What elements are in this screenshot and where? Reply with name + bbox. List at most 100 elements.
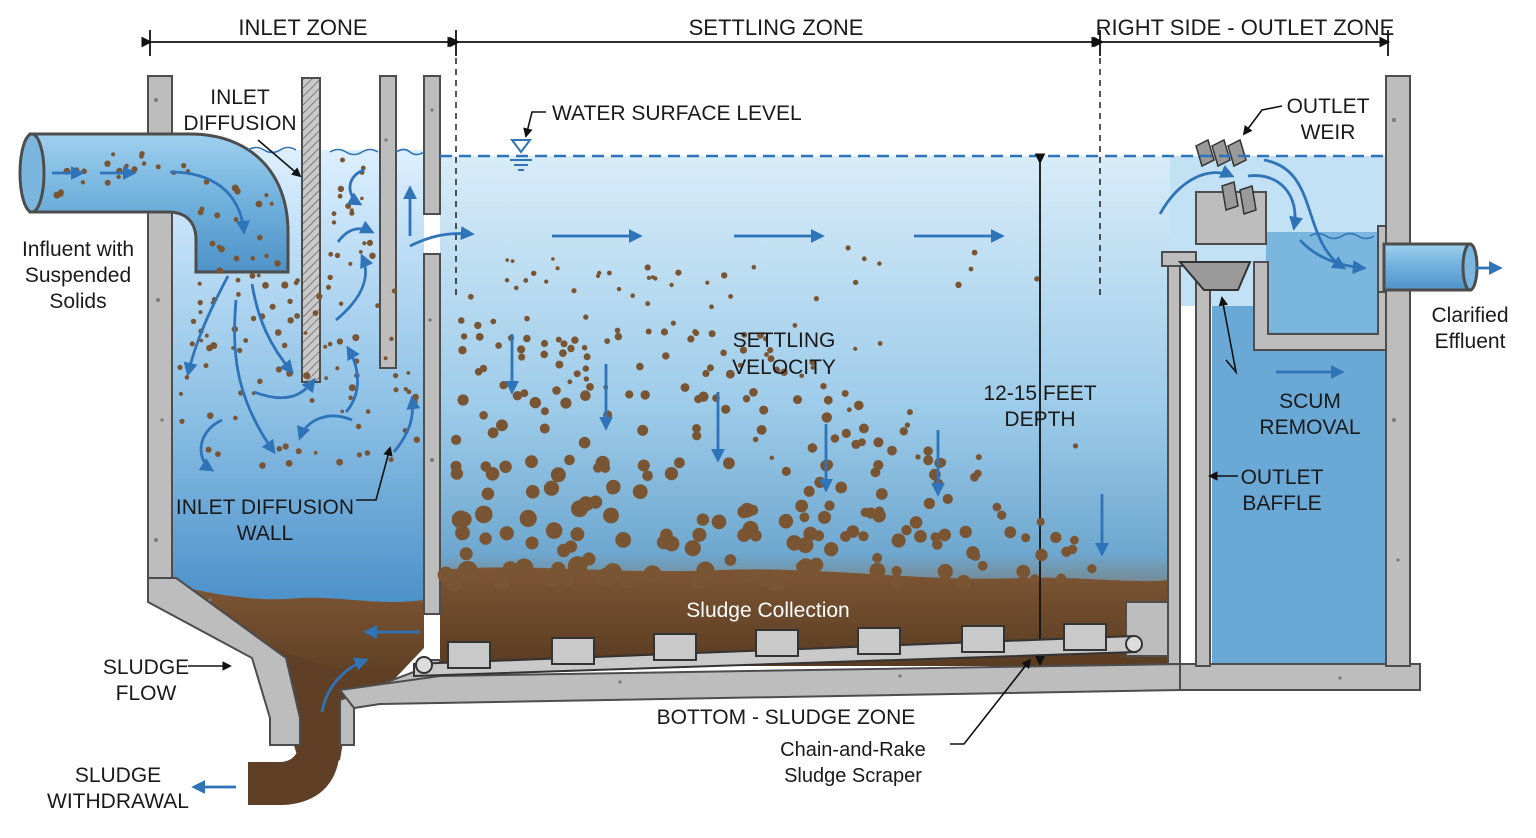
solid-particle (487, 427, 499, 439)
solid-particle (293, 280, 299, 286)
solid-particle (365, 409, 371, 414)
solid-particle (475, 333, 484, 341)
solid-particle (413, 436, 420, 443)
solid-particle (250, 255, 256, 261)
water-surface-symbol (510, 139, 532, 154)
solid-particle (824, 500, 835, 511)
solid-particle (901, 525, 912, 536)
solid-particle (977, 560, 988, 571)
suspended-solids (53, 151, 1097, 592)
influent-label-1: Influent with (22, 238, 134, 261)
solid-particle (388, 457, 394, 463)
outlet-weir-label-2: WEIR (1301, 121, 1356, 144)
outlet-floor (1179, 663, 1421, 691)
solid-particle (874, 506, 885, 517)
solid-particle (560, 572, 575, 587)
scraper-label-1: Chain-and-Rake (780, 739, 926, 761)
solid-particle (705, 280, 710, 285)
solid-particle (877, 341, 883, 346)
solid-particle (523, 334, 531, 343)
solid-particle (210, 342, 218, 350)
weir-overflow-arrow-2 (1247, 174, 1303, 231)
solid-particle (348, 395, 353, 401)
solid-particle (348, 384, 356, 392)
solid-particle (632, 484, 648, 499)
solid-particle (970, 472, 979, 482)
inlet-diffusion-baffle (301, 77, 321, 383)
solid-particle (480, 461, 492, 472)
solid-particle (275, 366, 282, 373)
solid-particle (540, 339, 549, 348)
solid-particle (369, 252, 376, 259)
solid-particle (799, 373, 804, 379)
sludge-flow-label-1: SLUDGE (103, 656, 189, 679)
solid-particle (779, 513, 793, 528)
solid-particle (1016, 564, 1031, 579)
solid-particle (642, 470, 653, 482)
solid-particle (406, 389, 412, 395)
solid-particle (458, 346, 467, 355)
solid-particle (474, 321, 482, 330)
solid-particle (904, 422, 911, 428)
solid-particle (721, 272, 728, 279)
solid-particle (215, 451, 221, 457)
solid-particle (559, 349, 567, 357)
outlet-zone-label: RIGHT SIDE - OUTLET ZONE (1096, 15, 1395, 40)
solid-particle (992, 502, 1002, 512)
solid-particle (181, 162, 187, 169)
solid-particle (956, 575, 972, 590)
solid-particle (851, 439, 861, 449)
solid-particle (560, 397, 572, 409)
solid-particle (406, 371, 411, 375)
solid-particle (514, 285, 519, 291)
solid-particle (607, 270, 612, 276)
solid-particle (274, 329, 282, 336)
solid-particle (769, 455, 774, 460)
solid-particle (214, 212, 221, 219)
solid-particle (326, 284, 331, 290)
solid-particle (525, 455, 538, 469)
solid-particle (281, 342, 288, 349)
solid-particle (814, 476, 826, 488)
solid-particle (637, 459, 650, 472)
solid-particle (1067, 544, 1078, 555)
solid-particle (662, 352, 670, 360)
solid-particle (603, 410, 613, 420)
solid-particle (725, 369, 735, 379)
solid-particle (968, 266, 974, 272)
solid-particle (312, 310, 319, 316)
solid-particle (664, 536, 680, 552)
solid-particle (237, 347, 243, 354)
solid-particle (358, 250, 363, 254)
solid-particle (356, 452, 362, 458)
solid-particle (603, 507, 619, 524)
solid-particle (854, 400, 864, 411)
solid-particle (806, 562, 821, 577)
solid-particle (711, 514, 727, 530)
solid-particle (499, 526, 514, 541)
solid-particle (571, 500, 588, 518)
inlet-flow-arrow-9 (336, 220, 375, 243)
solid-particle (499, 460, 512, 473)
solid-particle (235, 277, 241, 283)
solid-particle (938, 528, 951, 542)
solid-particle (759, 405, 769, 415)
solid-particle (781, 466, 791, 476)
solid-particle (820, 383, 827, 390)
flow-arrows (52, 158, 1503, 794)
solid-particle (474, 368, 483, 376)
solid-particle (841, 428, 851, 438)
solid-particle (723, 457, 735, 470)
solid-particle (199, 338, 204, 343)
solid-particle (899, 427, 908, 436)
solid-particle (259, 462, 266, 469)
solid-particle (459, 547, 473, 561)
solid-particle (543, 569, 562, 588)
solid-particle (383, 356, 388, 361)
solid-particle (646, 275, 652, 280)
solid-particle (490, 318, 497, 325)
solid-particle (809, 359, 816, 366)
solid-particle (543, 480, 560, 496)
solid-particle (184, 375, 190, 380)
solid-particle (519, 509, 537, 527)
